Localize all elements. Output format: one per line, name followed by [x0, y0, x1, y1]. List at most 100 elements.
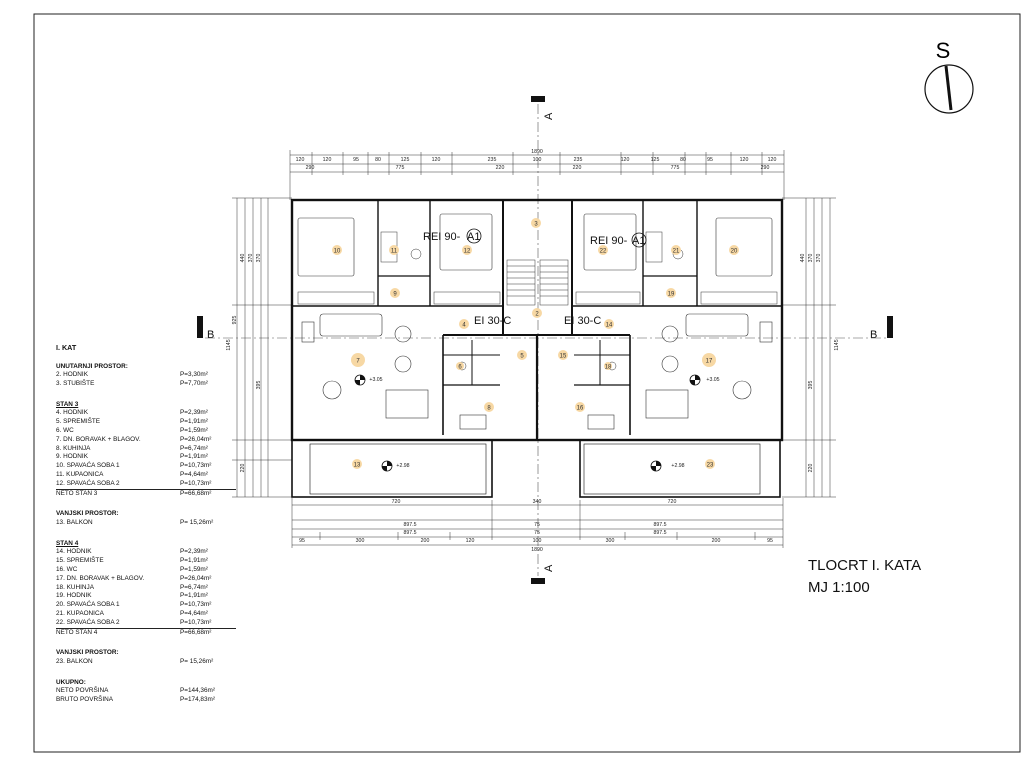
legend-area-value: P=1,91m²	[180, 418, 208, 426]
dim-bot3-0: 95	[299, 538, 305, 544]
legend-room-name: 19. HODNIK	[56, 592, 92, 600]
north-letter: S	[936, 38, 951, 63]
room-11: 11	[391, 249, 398, 255]
legend-area-value: P=144,36m²	[180, 687, 215, 695]
dim-top-row: 120 120 95 80 125 120 235 100 235 120 12…	[296, 157, 777, 163]
legend-room-name: 17. DN. BORAVAK + BLAGOV.	[56, 574, 145, 582]
dim-top-12: 95	[707, 157, 713, 163]
legend-room-name: 2. HODNIK	[56, 371, 88, 379]
room-7: 7	[356, 359, 360, 365]
dim-top2-0: 290	[306, 165, 315, 171]
dim-top2-1: 775	[396, 165, 405, 171]
legend-area-value: P=4,64m²	[180, 470, 208, 478]
legend-room-name: 16. WC	[56, 565, 78, 573]
legend-area-value: P=7,70m²	[180, 379, 208, 387]
dim-top-1: 120	[323, 157, 332, 163]
room-4: 4	[462, 323, 466, 329]
legend-area-value: P=66,68m²	[180, 489, 212, 497]
dim-bottom-total: 1890	[531, 547, 543, 553]
dim-top-3: 80	[375, 157, 381, 163]
bathroom-fixtures	[380, 231, 684, 371]
legend-area-value: P=10,73m²	[180, 601, 212, 609]
dim-bot3-3: 120	[466, 538, 475, 544]
dim-top-14: 120	[768, 157, 777, 163]
dimension-chain-bottom	[291, 498, 784, 548]
dim-right-4: 395	[808, 381, 814, 390]
dim-top2-2: 220	[496, 165, 505, 171]
section-b-left-label: B	[207, 329, 214, 341]
dim-bot-2: 720	[668, 499, 677, 505]
legend-area-value: P=1,91m²	[180, 592, 208, 600]
legend-area-value: P=10,73m²	[180, 462, 212, 470]
dim-right-5: 220	[808, 464, 814, 473]
legend-group-heading: VANJSKI PROSTOR:	[56, 649, 119, 657]
legend-room-name: 4. HODNIK	[56, 409, 88, 417]
room-22: 22	[600, 249, 607, 255]
legend-title: I. KAT	[56, 343, 77, 352]
dim-bot3-7: 95	[767, 538, 773, 544]
living-furniture	[301, 313, 773, 430]
dim-top-5: 120	[432, 157, 441, 163]
dim-bot3-2: 200	[421, 538, 430, 544]
dim-top-8: 235	[574, 157, 583, 163]
dim-right-2: 440	[800, 254, 806, 263]
dim-left-6: 220	[240, 464, 246, 473]
room-2: 2	[535, 312, 539, 318]
interior-walls	[292, 200, 782, 440]
legend-group-heading: UNUTARNJI PROSTOR:	[56, 362, 128, 370]
section-a-top: A	[531, 96, 555, 120]
section-b-right-label: B	[870, 329, 877, 341]
legend-area-value: P=174,83m²	[180, 696, 215, 704]
legend-room-name: 12. SPAVAĆA SOBA 2	[56, 479, 120, 487]
fire-label-1: A1	[467, 231, 480, 243]
level-0: +3.05	[369, 377, 382, 383]
north-arrow: S	[924, 38, 974, 114]
dimension-chain-left	[232, 197, 292, 498]
dim-left-4: 1145	[226, 339, 232, 350]
legend-area-value: P=66,68m²	[180, 628, 212, 636]
legend-area-value: P=6,74m²	[180, 583, 208, 591]
room-5: 5	[520, 354, 524, 360]
legend-room-name: 20. SPAVAĆA SOBA 1	[56, 601, 120, 609]
fire-label-2: EI 30-C	[474, 315, 511, 327]
legend-area-value: P=1,59m²	[180, 426, 208, 434]
dim-right-1: 370	[816, 254, 822, 263]
dim-right-3: 1145	[834, 339, 840, 350]
dim-bot3-5: 300	[606, 538, 615, 544]
dim-top2-5: 290	[761, 165, 770, 171]
fire-label-4: REI 90-	[590, 235, 628, 247]
legend-row: 19. HODNIK P=1,91m²	[56, 592, 236, 601]
dim-top-2: 95	[353, 157, 359, 163]
dim-top-9: 120	[621, 157, 630, 163]
section-a-bottom: A	[531, 564, 555, 584]
legend-spacer	[56, 389, 236, 397]
legend-room-name: NETO STAN 4	[56, 628, 98, 636]
dim-bottom-row2: 897.5 75 897.5 897.5 75 897.5	[404, 522, 667, 536]
dim-bot3-4: 100	[533, 538, 542, 544]
wardrobes	[297, 291, 778, 305]
room-14: 14	[606, 323, 613, 329]
legend-room-name: 11. KUPAONICA	[56, 470, 104, 478]
legend-spacer	[56, 498, 236, 506]
beds	[297, 213, 773, 277]
room-9: 9	[393, 292, 397, 298]
legend-room-name: 6. WC	[56, 426, 74, 434]
room-15: 15	[560, 354, 567, 360]
room-20: 20	[731, 249, 738, 255]
legend-room-name: BRUTO POVRŠINA	[56, 696, 114, 704]
room-10: 10	[334, 249, 341, 255]
legend-room-name: 5. SPREMIŠTE	[56, 418, 101, 426]
legend-row: 7. DN. BORAVAK + BLAGOV.P=26,04m²	[56, 436, 236, 445]
sheet-border	[33, 13, 1021, 753]
dim-bot3-1: 300	[356, 538, 365, 544]
level-markers: +3.05 +3.05 +2.98 +2.98	[354, 374, 720, 472]
